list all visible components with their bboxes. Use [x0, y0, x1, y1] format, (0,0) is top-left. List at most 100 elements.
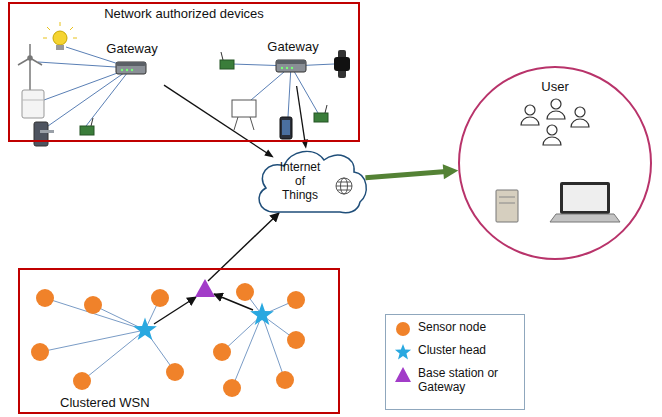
globe-icon: [336, 178, 352, 194]
head-to-base-arrow: [214, 294, 253, 310]
connector-arrow: [164, 85, 274, 157]
legend-swatch: [392, 343, 414, 361]
sensor-board-icon: [220, 52, 234, 69]
node-label: Network authorized devices: [104, 7, 264, 22]
cloud-outline: [259, 151, 366, 212]
light-bulb-icon: [60, 22, 61, 26]
laptop-icon: [550, 214, 620, 222]
device-region: Network authorized devicesGateway Gateway: [8, 2, 360, 142]
door-lock-icon: [34, 122, 48, 146]
device-links: [48, 68, 131, 126]
device-links: [86, 68, 131, 126]
user-person-icon: [525, 105, 535, 115]
router-icon: [126, 69, 128, 71]
sensor-board-icon: [91, 118, 93, 126]
globe-icon: [336, 178, 352, 194]
easel-screen-icon: [232, 100, 256, 117]
node-label: Clustered WSN: [60, 396, 150, 411]
door-lock-icon: [40, 130, 54, 133]
legend-swatch: [396, 322, 410, 336]
smart-watch-icon: [334, 57, 350, 71]
device-links: [288, 66, 291, 117]
head-to-base-arrow: [154, 297, 196, 324]
user-person-icon: [547, 111, 565, 119]
connector-arrow: [365, 164, 458, 179]
sensor-board-icon: [80, 126, 94, 135]
door-lock-icon: [34, 122, 54, 146]
wind-turbine-icon: [28, 56, 32, 60]
gateway-node: Gateway: [100, 40, 164, 88]
legend-row: Cluster head: [392, 343, 518, 361]
node-label: Gateway: [267, 40, 318, 55]
server-icon: [499, 203, 515, 204]
node-label: Gateway: [106, 42, 157, 57]
legend-row: Base station or Gateway: [392, 366, 518, 395]
easel-screen-icon: [250, 117, 254, 130]
phone-icon: [280, 117, 292, 139]
legend-label: Base station or Gateway: [418, 366, 518, 395]
light-bulb-icon: [70, 27, 73, 30]
cluster-head: [133, 318, 157, 341]
sensor-board-icon: [314, 113, 328, 122]
light-bulb-icon: [56, 45, 64, 50]
connector-arrow: [297, 86, 309, 149]
user-circle: User: [458, 66, 652, 260]
easel-screen-icon: [234, 117, 238, 130]
sensor-board-icon: [221, 52, 223, 60]
node-label: User: [541, 80, 568, 95]
light-bulb-icon: [47, 27, 50, 30]
sensor-board-icon: [325, 105, 327, 113]
laptop-icon: [560, 182, 610, 214]
legend-label: Cluster head: [418, 343, 486, 358]
arrow-head: [443, 164, 459, 179]
router-icon: [116, 62, 146, 74]
cloud-outline: [252, 146, 370, 218]
legend-swatch: [392, 320, 414, 338]
router-icon: [116, 62, 146, 66]
wind-turbine-icon: [18, 44, 42, 90]
sensor-board-icon: [220, 60, 234, 69]
user-person-icon: [551, 99, 561, 109]
router-icon: [121, 69, 123, 71]
light-bulb-icon: [43, 38, 47, 39]
router-icon: [276, 60, 306, 64]
user-person-icon: [521, 99, 589, 145]
laptop-icon: [563, 185, 607, 211]
legend-swatch: [395, 367, 411, 382]
sensor-node: [287, 331, 305, 349]
sensor-node: [151, 289, 169, 307]
server-icon: [496, 190, 518, 222]
sensor-node: [31, 283, 305, 397]
wsn-region: Clustered WSN: [18, 268, 340, 414]
appliance-icon: [22, 100, 44, 101]
router-icon: [276, 60, 306, 72]
iot-cloud: Internet of Things: [252, 146, 370, 218]
light-bulb-icon: [73, 38, 77, 39]
sensor-node: [31, 343, 49, 361]
wsn-links: [262, 315, 285, 380]
user-person-icon: [543, 137, 561, 145]
sensor-node: [84, 296, 102, 314]
sensor-node: [166, 363, 184, 381]
arrow-head: [264, 150, 273, 158]
sensor-node: [287, 291, 305, 309]
router-icon: [116, 62, 146, 74]
legend-swatch: [395, 344, 411, 359]
user-person-icon: [521, 117, 539, 125]
router-icon: [286, 67, 288, 69]
device-links: [291, 66, 318, 113]
user-person-icon: [571, 119, 589, 127]
connector-line: [297, 86, 305, 142]
phone-icon: [280, 117, 292, 139]
wind-turbine-icon: [29, 58, 31, 90]
wsn-links: [232, 315, 262, 388]
appliance-icon: [22, 90, 44, 118]
sensor-board-icon: [80, 118, 94, 135]
sensor-node: [223, 379, 241, 397]
server-icon: [496, 190, 518, 222]
legend-box: Sensor nodeCluster headBase station or G…: [385, 314, 525, 410]
sensor-board-icon: [314, 105, 328, 122]
easel-screen-icon: [232, 100, 256, 130]
device-links: [38, 47, 334, 126]
